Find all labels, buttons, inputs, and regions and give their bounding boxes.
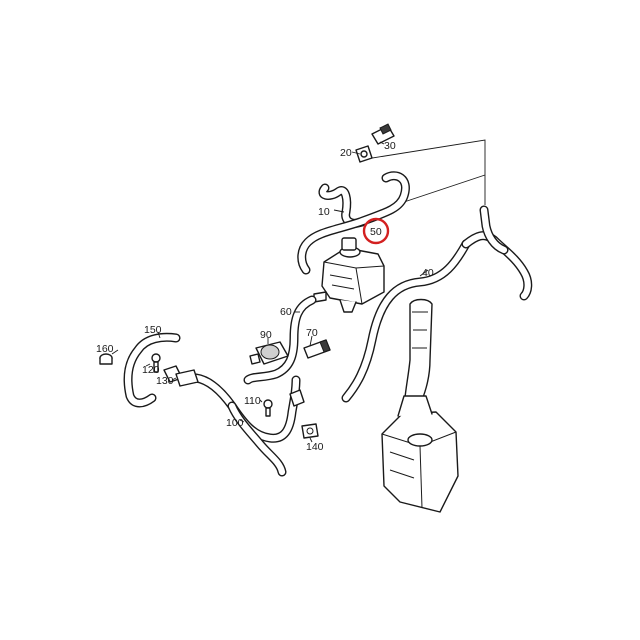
reservoir[interactable] — [381, 298, 459, 513]
connector-20[interactable] — [355, 145, 373, 163]
label-20: 20 — [340, 147, 352, 159]
hose-100[interactable] — [191, 373, 301, 477]
label-60: 60 — [280, 306, 292, 318]
label-70: 70 — [306, 327, 318, 339]
label-110: 110 — [244, 395, 261, 407]
label-150: 150 — [144, 324, 162, 336]
fitting-130[interactable] — [163, 365, 199, 387]
fitting-120[interactable] — [151, 353, 161, 373]
clip-70[interactable] — [303, 339, 331, 359]
label-130: 130 — [156, 375, 174, 387]
label-10: 10 — [318, 206, 330, 218]
highlight-circle-50 — [362, 217, 390, 245]
label-90: 90 — [260, 329, 272, 341]
label-40: 40 — [422, 267, 434, 279]
hose-60[interactable] — [243, 295, 317, 385]
label-160: 160 — [96, 343, 114, 355]
label-120: 120 — [142, 364, 160, 376]
label-140: 140 — [306, 441, 324, 453]
hose-50[interactable] — [297, 171, 410, 275]
label-leaders — [111, 141, 429, 443]
clamp-140[interactable] — [301, 423, 319, 439]
label-100: 100 — [226, 417, 244, 429]
label-50: 50 — [370, 226, 382, 238]
valve-90[interactable] — [249, 341, 289, 365]
reference-leaders — [359, 139, 486, 206]
hose-150[interactable] — [123, 332, 181, 408]
expansion-tank[interactable] — [313, 237, 385, 313]
hose-40[interactable] — [341, 239, 471, 403]
connector-30[interactable] — [371, 123, 395, 145]
screw-110[interactable] — [263, 399, 273, 417]
fitting-160[interactable] — [99, 353, 113, 365]
hose-40-right-branch[interactable] — [461, 205, 533, 301]
fitting-on-100[interactable] — [289, 389, 305, 407]
label-30: 30 — [384, 140, 396, 152]
